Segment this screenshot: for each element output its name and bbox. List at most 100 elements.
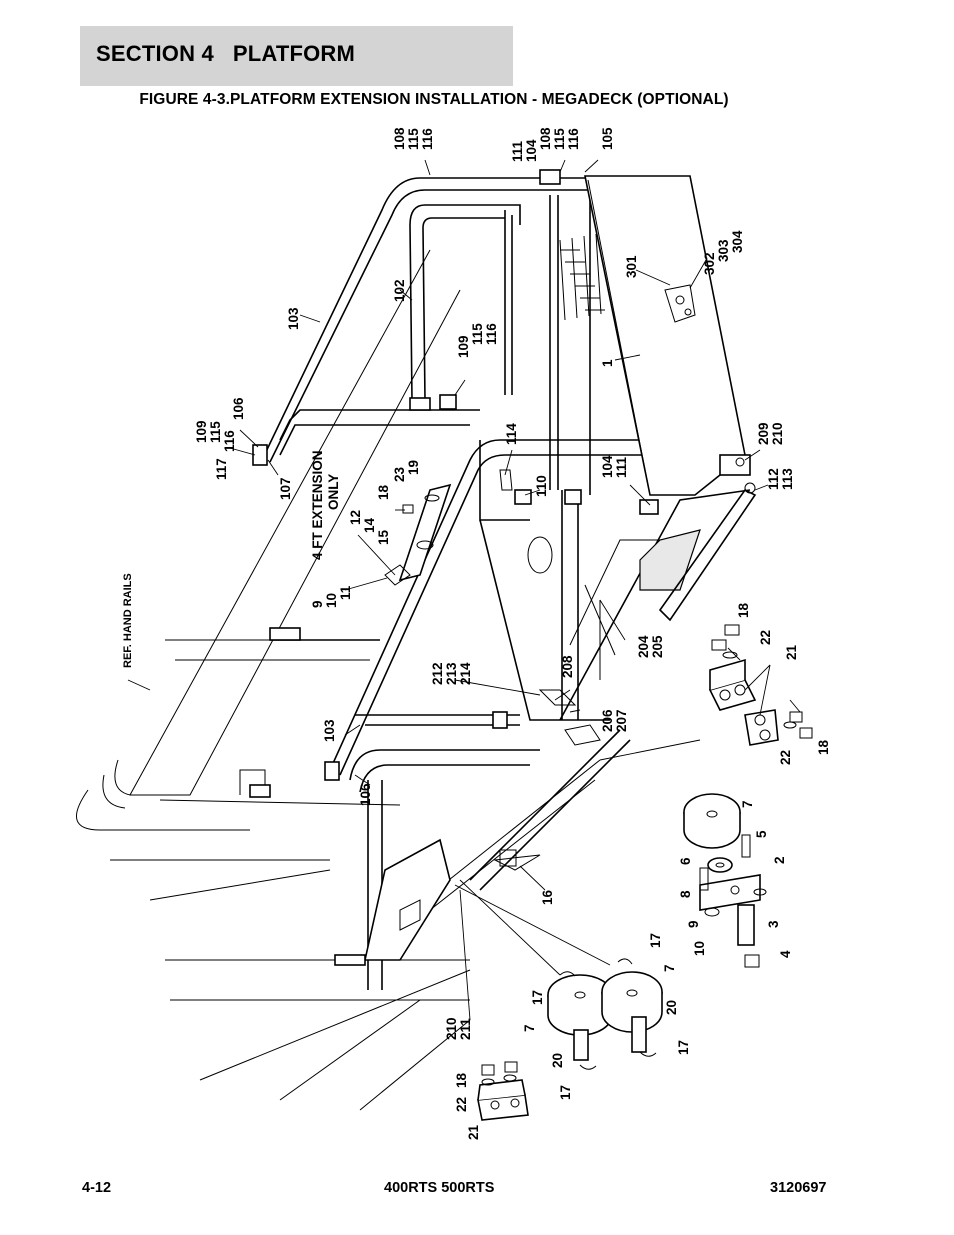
callout-label: 211 — [458, 1018, 473, 1040]
callout-label: 20 — [550, 1053, 565, 1068]
extension-note-line-1: 4 FT EXTENSION — [310, 450, 325, 560]
callout-label: 10 — [324, 593, 339, 608]
callout-label: 11 — [338, 585, 353, 600]
rail-clamps — [249, 169, 756, 966]
callout-label: 15 — [376, 529, 391, 545]
callout-label: 14 — [362, 517, 377, 533]
extension-note-line-2: ONLY — [326, 474, 341, 510]
callout-label: 208 — [560, 655, 575, 678]
right-bracket-assembly — [708, 624, 813, 746]
callout-label: 17 — [676, 1040, 691, 1055]
callout-label: 206 — [600, 709, 615, 732]
callout-label: 6 — [678, 857, 693, 865]
callout-label: 3 — [766, 920, 781, 928]
callout-label: 2 — [772, 856, 787, 864]
lower-rollers — [547, 958, 663, 1070]
callout-label: 102 — [392, 279, 407, 302]
callout-label: 17 — [558, 1085, 573, 1100]
deck-floor — [364, 488, 757, 961]
callout-108-115-116-top-left: 108 — [392, 127, 407, 150]
callout-label: 7 — [522, 1024, 537, 1032]
callout-label: 116 — [566, 128, 581, 150]
callout-label: 4 — [778, 950, 793, 958]
callout-label: 106 — [358, 783, 373, 806]
callout-label: 207 — [614, 709, 629, 732]
callout-label: 209 — [756, 422, 771, 445]
callout-label: 1 — [600, 359, 615, 367]
callout-label: 213 — [444, 662, 459, 685]
callout-label: 301 — [624, 255, 639, 278]
callout-label: 18 — [376, 484, 391, 500]
callout-labels: 108 115 116 111 104 108 115 116 105 103 … — [122, 127, 831, 1140]
callout-label: 116 — [484, 323, 499, 345]
callout-label: 117 — [214, 458, 229, 480]
callout-label: 9 — [686, 920, 701, 928]
left-bracket-assembly — [477, 1061, 529, 1121]
callout-label: 103 — [322, 719, 337, 742]
callout-label: 104 — [600, 455, 615, 478]
deck-plate-texture — [559, 233, 605, 321]
section-label: SECTION 4 PLATFORM — [96, 41, 356, 66]
extension-side-panel — [559, 175, 746, 496]
callout-label: 116 — [222, 430, 237, 452]
callout-label: 106 — [231, 397, 246, 420]
callout-label: 304 — [730, 230, 745, 253]
callout-label: 108 — [538, 127, 553, 150]
callout-label: 19 — [406, 460, 421, 475]
callout-label: 21 — [784, 644, 799, 660]
callout-label: 111 — [510, 140, 525, 162]
callout-label: 112 — [766, 468, 781, 490]
figure-title: FIGURE 4-3.PLATFORM EXTENSION INSTALLATI… — [139, 91, 729, 108]
callout-label: 20 — [664, 1000, 679, 1015]
callout-label: 114 — [504, 423, 519, 445]
callout-label: 18 — [736, 602, 751, 618]
reference-hand-rails — [76, 249, 471, 1111]
ref-hand-rails-label: REF. HAND RAILS — [122, 573, 134, 668]
callout-label: 22 — [778, 750, 793, 765]
callout-label: 115 — [552, 128, 567, 150]
callout-label: 104 — [524, 139, 539, 162]
callout-label: 12 — [348, 510, 363, 525]
callout-label: 204 — [636, 635, 651, 658]
callout-label: 212 — [430, 662, 445, 685]
callout-label: 111 — [614, 456, 629, 478]
callout-label: 115 — [208, 421, 223, 443]
roller-assembly — [683, 793, 767, 968]
callout-label: 7 — [662, 964, 677, 972]
callout-leaders — [127, 159, 801, 1021]
callout-label: 16 — [540, 889, 555, 905]
callout-label: 110 — [534, 475, 549, 497]
callout-label: 109 — [456, 335, 471, 358]
section-header: SECTION 4 PLATFORM — [80, 26, 513, 86]
callout-label: 302 — [702, 252, 717, 275]
callout-label: 103 — [286, 307, 301, 330]
callout-label: 205 — [650, 635, 665, 658]
callout-label: 105 — [600, 127, 615, 150]
callout-label: 7 — [740, 800, 755, 808]
callout-label: 23 — [392, 466, 407, 482]
callout-label: 21 — [466, 1124, 481, 1140]
callout-label: 210 — [770, 422, 785, 445]
callout-label: 115 — [470, 323, 485, 345]
callout-label: 22 — [758, 630, 773, 645]
callout-label: 210 — [444, 1017, 459, 1040]
callout-label: 17 — [648, 933, 663, 948]
model-name: 400RTS 500RTS — [384, 1180, 495, 1196]
callout-label: 109 — [194, 420, 209, 443]
callout-label: 8 — [678, 890, 693, 898]
callout-label: 107 — [278, 477, 293, 500]
callout-label: 115 — [406, 128, 421, 150]
callout-label: 9 — [310, 600, 325, 608]
callout-label: 5 — [754, 830, 769, 838]
page-number: 4-12 — [82, 1180, 112, 1196]
document-number: 3120697 — [770, 1180, 827, 1196]
callout-label: 10 — [692, 941, 707, 956]
callout-label: 303 — [716, 239, 731, 262]
callout-label: 214 — [458, 662, 473, 685]
callout-label: 17 — [530, 990, 545, 1005]
callout-label: 22 — [454, 1097, 469, 1112]
callout-label: 18 — [816, 739, 831, 755]
callout-label: 18 — [454, 1072, 469, 1088]
callout-label: 113 — [780, 468, 795, 490]
